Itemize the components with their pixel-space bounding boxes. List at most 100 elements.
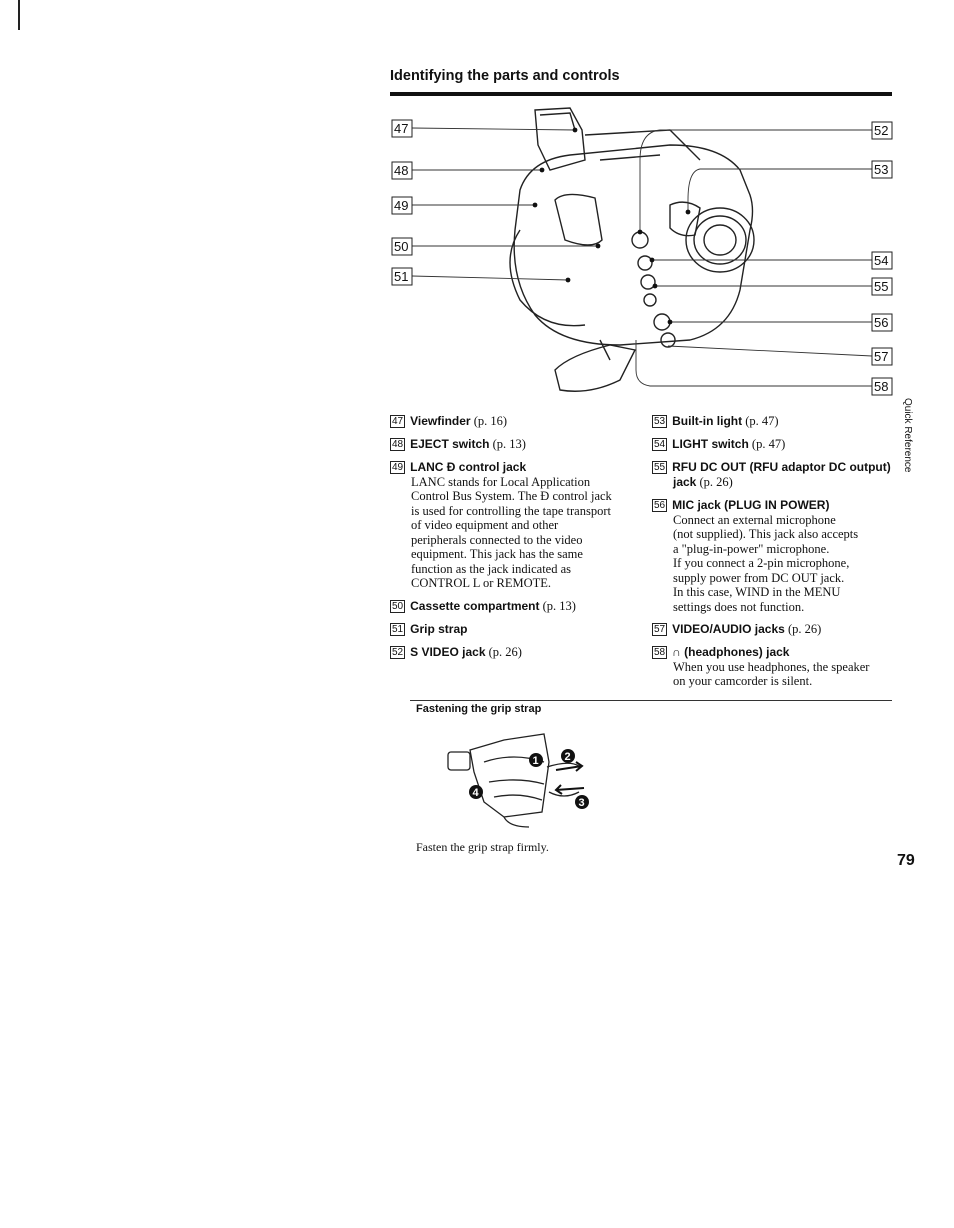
page-ref: (p. 47) <box>751 437 786 451</box>
part-description-line: settings does not function. <box>673 599 805 614</box>
callout-52-label: 52 <box>874 123 888 138</box>
callout-50: 50 <box>391 237 413 256</box>
page-heading: Identifying the parts and controls <box>390 68 620 84</box>
page-ref: (p. 26) <box>787 622 822 636</box>
page-ref: (p. 26) <box>699 474 733 489</box>
callout-55-label: 55 <box>874 279 888 294</box>
callout-55: 55 <box>871 277 893 296</box>
part-number: 54 <box>652 438 668 451</box>
callout-49: 49 <box>391 196 413 215</box>
part-item-51: 51 Grip strap <box>390 622 467 637</box>
callout-57: 57 <box>871 347 893 366</box>
callout-48-label: 48 <box>394 163 408 178</box>
callout-52: 52 <box>871 121 893 140</box>
callout-47-label: 47 <box>394 121 408 136</box>
part-title: MIC jack (PLUG IN POWER) <box>672 498 830 512</box>
page-ref: (p. 16) <box>473 414 508 428</box>
part-description-line: Connect an external microphone <box>673 512 836 527</box>
part-item-58: 58 ∩ (headphones) jack When you use headp… <box>652 645 869 689</box>
page-ref: (p. 26) <box>488 645 522 659</box>
parts-list-right: 53 Built-in light (p. 47) 54 LIGHT switch … <box>652 414 897 694</box>
heading-rule <box>390 92 892 96</box>
part-description-line: LANC stands for Local Application <box>411 474 591 489</box>
callout-50-label: 50 <box>394 239 408 254</box>
part-description-line: of video equipment and other <box>411 518 559 532</box>
callout-51: 51 <box>391 267 413 286</box>
part-title-continued: jack <box>673 474 697 489</box>
part-item-53: 53 Built-in light (p. 47) <box>652 414 779 429</box>
page-ref: (p. 13) <box>492 437 526 451</box>
part-title: Built-in light <box>672 414 743 428</box>
part-item-57: 57 VIDEO/AUDIO jacks (p. 26) <box>652 622 821 637</box>
part-description-line: function as the jack indicated as <box>411 561 572 576</box>
callout-48: 48 <box>391 161 413 180</box>
part-item-52: 52 S VIDEO jack (p. 26) <box>390 645 522 660</box>
callout-51-label: 51 <box>394 269 408 284</box>
callout-54-label: 54 <box>874 253 888 268</box>
part-title: ∩ (headphones) jack <box>672 645 790 659</box>
part-item-55: 55 RFU DC OUT (RFU adaptor DC output) jac… <box>652 460 891 489</box>
part-number: 50 <box>390 600 406 613</box>
part-description-line: a "plug-in-power" microphone. <box>673 541 830 556</box>
part-title: EJECT switch <box>410 437 490 451</box>
part-item-54: 54 LIGHT switch (p. 47) <box>652 437 785 452</box>
part-number: 49 <box>390 461 406 474</box>
page-number: 79 <box>897 852 915 869</box>
part-item-47: 47 Viewfinder (p. 16) <box>390 414 507 429</box>
part-description-line: In this case, WIND in the MENU <box>673 585 841 599</box>
part-title: RFU DC OUT (RFU adaptor DC output) <box>672 460 891 474</box>
left-margin-mark <box>18 0 20 30</box>
part-title: S VIDEO jack <box>410 645 486 659</box>
page-ref: (p. 47) <box>745 414 779 428</box>
callout-56: 56 <box>871 313 893 332</box>
step-2-label: 2 <box>565 751 571 763</box>
part-number: 53 <box>652 415 668 428</box>
callout-47: 47 <box>391 119 413 138</box>
part-description-line: CONTROL L or REMOTE. <box>411 576 552 590</box>
part-description-line: peripherals connected to the video <box>411 532 583 547</box>
step-4-label: 4 <box>473 787 480 799</box>
part-number: 55 <box>652 461 668 474</box>
callout-57-label: 57 <box>874 349 888 364</box>
callout-53: 53 <box>871 160 893 179</box>
page-ref: (p. 13) <box>542 599 576 613</box>
part-title: Cassette compartment <box>410 599 540 613</box>
part-description-line: If you connect a 2-pin microphone, <box>673 556 850 570</box>
part-number: 52 <box>390 646 406 659</box>
part-description-line: Control Bus System. The Ɖ control jack <box>411 489 612 503</box>
part-title: LANC Ɖ control jack <box>410 460 527 474</box>
step-1-badge: 1 <box>529 753 543 767</box>
part-number: 47 <box>390 415 406 428</box>
part-description-line: supply power from DC OUT jack. <box>673 570 845 585</box>
step-3-label: 3 <box>579 797 585 809</box>
part-number: 58 <box>652 646 668 659</box>
part-description-line: equipment. This jack has the same <box>411 547 583 561</box>
part-description-line: (not supplied). This jack also accepts <box>673 527 859 541</box>
step-1-label: 1 <box>533 755 539 767</box>
callout-54: 54 <box>871 251 893 270</box>
part-title: LIGHT switch <box>672 437 749 451</box>
callout-58-label: 58 <box>874 379 888 394</box>
part-item-49: 49 LANC Ɖ control jack LANC stands for Lo… <box>390 460 612 591</box>
step-4-badge: 4 <box>469 785 483 799</box>
part-title: Viewfinder <box>410 414 471 428</box>
grip-subheading: Fastening the grip strap <box>416 703 542 715</box>
part-item-50: 50 Cassette compartment (p. 13) <box>390 599 576 614</box>
callout-53-label: 53 <box>874 162 888 177</box>
part-number: 57 <box>652 623 668 636</box>
side-tab: Quick Reference <box>899 398 917 478</box>
callout-58: 58 <box>871 377 893 396</box>
step-2-badge: 2 <box>561 749 575 763</box>
step-3-badge: 3 <box>575 795 589 809</box>
section-rule <box>410 700 892 701</box>
part-number: 51 <box>390 623 406 636</box>
callout-56-label: 56 <box>874 315 888 330</box>
part-title: Grip strap <box>410 622 468 636</box>
part-title: VIDEO/AUDIO jacks <box>672 622 785 636</box>
grip-strap-illustration: 1 2 3 4 <box>447 733 589 828</box>
part-description-line: When you use headphones, the speaker <box>673 659 870 674</box>
camcorder-diagram: 47 48 49 50 51 52 53 54 55 56 57 58 <box>391 107 893 396</box>
